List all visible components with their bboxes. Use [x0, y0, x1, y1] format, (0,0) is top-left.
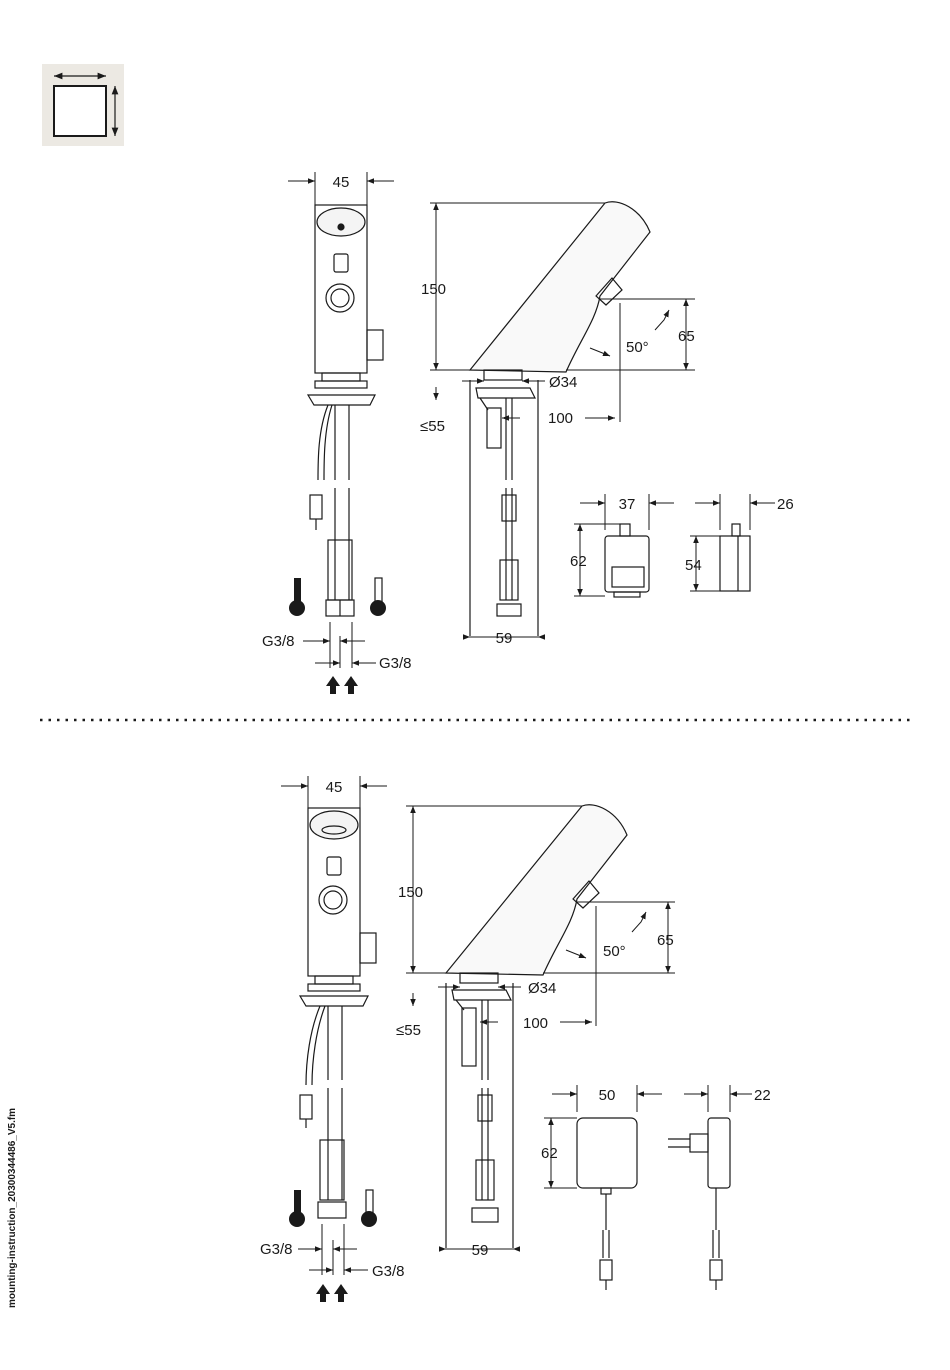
adapter-dimensions: [544, 1085, 752, 1188]
dimensions-icon: [42, 64, 124, 146]
battery-box-side: [720, 524, 750, 591]
cold-water-icon: [370, 578, 386, 616]
top-sensor-height-label: 65: [678, 328, 695, 345]
top-width-label: 45: [333, 174, 350, 191]
top-height-label: 150: [421, 281, 446, 298]
bottom-width-label: 45: [326, 779, 343, 796]
adapter-height-label: 62: [541, 1145, 558, 1162]
battery-width-label: 37: [619, 496, 636, 513]
top-front-view: [308, 205, 383, 616]
hot-water-icon: [289, 578, 305, 616]
hot-water-icon: [289, 1190, 305, 1227]
bottom-reach-label: 100: [523, 1015, 548, 1032]
bottom-base-depth-label: 59: [472, 1242, 489, 1259]
bottom-conn-right-label: G3/8: [372, 1263, 405, 1280]
power-adapter-side: [668, 1118, 730, 1290]
top-reach-label: 100: [548, 410, 573, 427]
battery-height-label: 62: [570, 553, 587, 570]
adapter-side-width-label: 22: [754, 1087, 771, 1104]
battery-side-width-label: 26: [777, 496, 794, 513]
power-adapter-front: [577, 1118, 637, 1290]
inlet-arrows: [316, 1284, 348, 1302]
top-base-depth-label: 59: [496, 630, 513, 647]
top-conn-left-label: G3/8: [262, 633, 295, 650]
bottom-sensor-height-label: 65: [657, 932, 674, 949]
cold-water-icon: [361, 1190, 377, 1227]
top-angle-label: 50°: [626, 339, 649, 356]
battery-dimensions: [574, 494, 775, 596]
top-diameter-label: Ø34: [549, 374, 577, 391]
top-below-deck-label: ≤55: [420, 418, 445, 435]
adapter-width-label: 50: [599, 1087, 616, 1104]
bottom-angle-label: 50°: [603, 943, 626, 960]
inlet-arrows: [326, 676, 358, 694]
bottom-diameter-label: Ø34: [528, 980, 556, 997]
footer-filename: mounting-instruction_20300344486_V5.fm: [7, 1048, 23, 1308]
bottom-front-view: [300, 808, 376, 1218]
bottom-conn-left-label: G3/8: [260, 1241, 293, 1258]
top-conn-right-label: G3/8: [379, 655, 412, 672]
battery-box-front: [605, 524, 649, 597]
battery-side-height-label: 54: [685, 557, 702, 574]
bottom-height-label: 150: [398, 884, 423, 901]
top-front-dimensions: [288, 172, 394, 668]
bottom-below-deck-label: ≤55: [396, 1022, 421, 1039]
